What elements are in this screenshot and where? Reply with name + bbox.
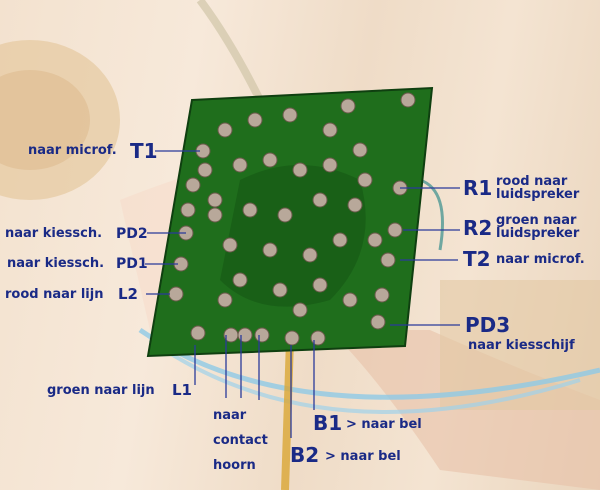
solder-joint [374, 287, 390, 303]
r1-description: rood naar luidspreker [496, 175, 579, 201]
solder-joint [262, 152, 278, 168]
solder-joint [342, 292, 358, 308]
solder-joint [284, 330, 300, 346]
solder-joint [242, 202, 258, 218]
hoorn-line1: naar [213, 408, 247, 423]
solder-joint [207, 207, 223, 223]
b2-label: B2 [290, 443, 320, 467]
hoorn-description: naar contact hoorn [213, 403, 268, 478]
solder-joint [272, 282, 288, 298]
hoorn-line3: hoorn [213, 458, 256, 473]
solder-joint [302, 247, 318, 263]
solder-joint [332, 232, 348, 248]
solder-joint [387, 222, 403, 238]
solder-joint [312, 192, 328, 208]
pd1-label: PD1 [116, 256, 148, 272]
solder-joint [340, 98, 356, 114]
t2-description: naar microf. [496, 252, 585, 267]
solder-joint [180, 202, 196, 218]
solder-joint [262, 242, 278, 258]
solder-joint [190, 325, 206, 341]
l2-description: rood naar lijn [5, 287, 104, 302]
solder-joint [222, 237, 238, 253]
r2-label: R2 [463, 216, 493, 240]
solder-joint [282, 107, 298, 123]
solder-joint [312, 277, 328, 293]
hoorn-line2: contact [213, 433, 268, 448]
solder-joint [292, 302, 308, 318]
t1-description: naar microf. [28, 143, 117, 158]
l1-description: groen naar lijn [47, 383, 155, 398]
b2-description: > naar bel [325, 449, 401, 464]
r1-label: R1 [463, 176, 493, 200]
r2-description: groen naar luidspreker [496, 214, 579, 240]
pd3-label: PD3 [465, 313, 511, 337]
yellow-wire [281, 339, 294, 490]
solder-joint [347, 197, 363, 213]
solder-joint [370, 314, 386, 330]
solder-joint [310, 330, 326, 346]
solder-joint [380, 252, 396, 268]
l2-label: L2 [118, 285, 138, 303]
pd1-description: naar kiessch. [7, 256, 105, 271]
solder-joint [292, 162, 308, 178]
solder-joint [277, 207, 293, 223]
r2-line1: groen naar [496, 213, 577, 228]
t1-label: T1 [130, 139, 158, 163]
solder-joint [232, 157, 248, 173]
solder-joint [217, 292, 233, 308]
solder-joint [322, 122, 338, 138]
b1-description: > naar bel [346, 417, 422, 432]
b1-label: B1 [313, 411, 343, 435]
blue-wire [138, 327, 600, 400]
solder-joint [254, 327, 270, 343]
solder-joint [237, 327, 253, 343]
solder-joint [322, 157, 338, 173]
l1-label: L1 [172, 381, 192, 399]
t2-label: T2 [463, 247, 491, 271]
pd3-description: naar kiesschijf [468, 338, 575, 353]
solder-joint [217, 122, 233, 138]
r2-line2: luidspreker [496, 226, 580, 241]
solder-joint [247, 112, 263, 128]
solder-joint [232, 272, 248, 288]
r1-line2: luidspreker [496, 187, 580, 202]
pd2-description: naar kiessch. [5, 226, 103, 241]
solder-joint [367, 232, 383, 248]
r1-line1: rood naar [496, 174, 568, 189]
solder-joint [185, 177, 201, 193]
solder-joint [352, 142, 368, 158]
solder-joint [400, 92, 416, 108]
solder-joint [197, 162, 213, 178]
solder-joint [357, 172, 373, 188]
solder-joint [168, 286, 184, 302]
pd2-label: PD2 [116, 226, 148, 242]
solder-joint [207, 192, 223, 208]
